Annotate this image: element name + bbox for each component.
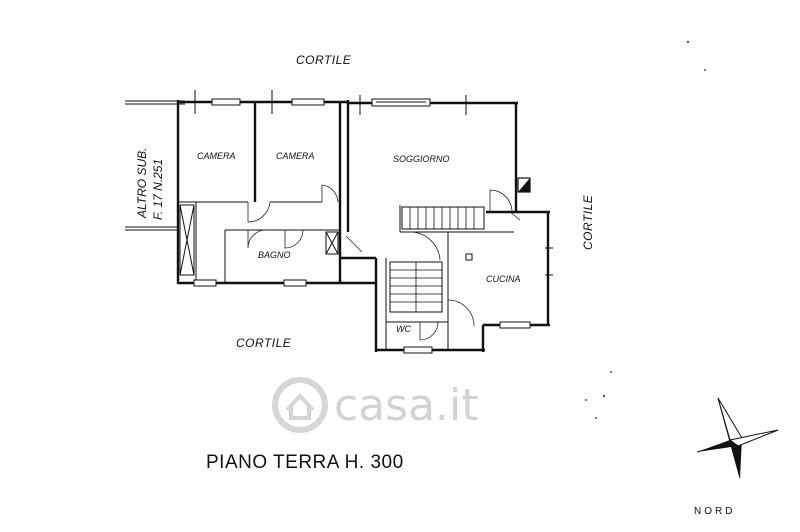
neighbor-note-line1: ALTRO SUB.: [135, 148, 149, 219]
shaft-symbols: [465, 177, 531, 261]
house-logo-icon: [272, 377, 328, 433]
neighbor-strip: [125, 100, 185, 231]
right-block-walls: [340, 100, 550, 352]
room-label-soggiorno: SOGGIORNO: [393, 154, 450, 164]
left-block-windows: [193, 90, 325, 287]
right-block-doors: [345, 189, 521, 341]
right-block-windows: [359, 95, 553, 354]
room-label-camera-1: CAMERA: [197, 151, 236, 161]
left-block-doors: [247, 184, 339, 249]
north-arrow: NORD: [694, 397, 779, 517]
compass-label: NORD: [694, 506, 735, 517]
courtyard-label-right: CORTILE: [581, 194, 595, 250]
courtyard-label-bottom: CORTILE: [236, 336, 292, 350]
room-label-wc: WC: [396, 324, 411, 334]
neighbor-note-line2: F. 17 N.251: [151, 159, 165, 220]
room-label-camera-2: CAMERA: [276, 151, 315, 161]
watermark-text: casa.it: [334, 380, 479, 431]
watermark: casa.it: [272, 377, 479, 433]
room-label-bagno: BAGNO: [258, 250, 291, 260]
room-label-cucina: CUCINA: [486, 274, 521, 284]
compass-icon: [696, 397, 779, 479]
plan-title: PIANO TERRA H. 300: [206, 452, 404, 473]
scan-specks: [585, 40, 706, 419]
courtyard-label-top: CORTILE: [296, 53, 352, 67]
stairs: [389, 206, 485, 313]
